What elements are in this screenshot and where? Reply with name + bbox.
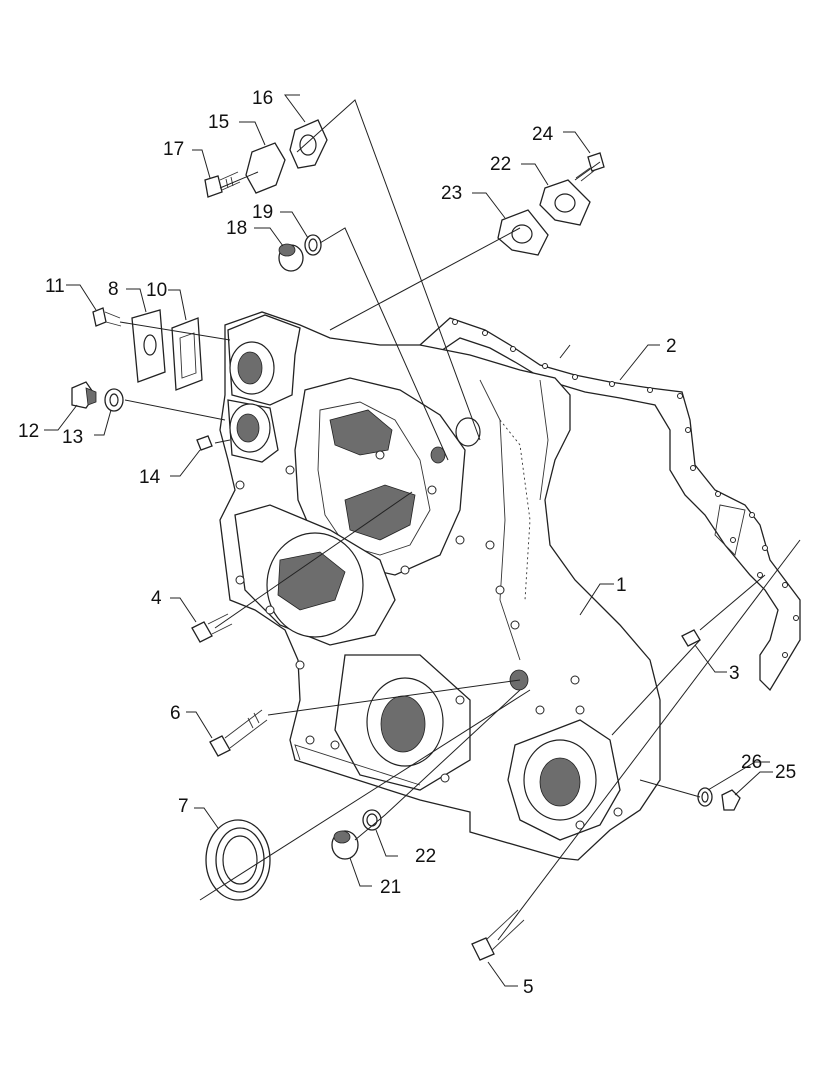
- callout-labels: 16 15 17 19 18 24 22 23 11 8 10 12 13 14…: [18, 88, 796, 998]
- callout-22-upper: 22: [490, 154, 511, 175]
- callout-16: 16: [252, 88, 273, 109]
- gasket-part-2: [418, 317, 801, 692]
- bolt-part-6: [209, 709, 268, 757]
- leader-lines: [44, 94, 773, 987]
- callout-1: 1: [616, 575, 627, 596]
- callout-12: 12: [18, 421, 39, 442]
- bolt-part-24: [575, 152, 605, 182]
- plate-part-8: [131, 309, 166, 383]
- seal-ring-part-13: [104, 388, 124, 412]
- bolt-part-5: [471, 909, 525, 961]
- callout-19: 19: [252, 202, 273, 223]
- callout-10: 10: [146, 280, 167, 301]
- plug-part-18: [278, 243, 304, 272]
- callout-26: 26: [741, 752, 762, 773]
- seal-ring-part-19: [304, 234, 322, 256]
- gasket-part-22-upper: [539, 179, 591, 226]
- callout-4: 4: [151, 588, 162, 609]
- gasket-part-10: [171, 317, 203, 391]
- callout-2: 2: [666, 336, 677, 357]
- bolt-part-4: [191, 613, 233, 643]
- callout-7: 7: [178, 796, 189, 817]
- callout-14: 14: [139, 467, 161, 488]
- plate-gasket-part-16: [289, 119, 328, 169]
- callout-25: 25: [775, 762, 796, 783]
- callout-23: 23: [441, 183, 462, 204]
- callout-15: 15: [208, 112, 229, 133]
- callout-11: 11: [45, 276, 65, 297]
- callout-13: 13: [62, 427, 83, 448]
- plate-part-23: [497, 209, 549, 256]
- callout-6: 6: [170, 703, 181, 724]
- callout-22-lower: 22: [415, 846, 436, 867]
- bolt-part-17: [204, 171, 241, 198]
- callout-24: 24: [532, 124, 554, 145]
- cover-plate-part-15: [245, 142, 286, 194]
- callout-17: 17: [163, 139, 184, 160]
- washer-part-26: [697, 787, 713, 807]
- plug-part-12: [71, 381, 97, 409]
- callout-21: 21: [380, 877, 401, 898]
- assembly-lines: [119, 99, 801, 941]
- bolt-part-11: [92, 307, 122, 327]
- dowel-part-14: [196, 435, 213, 451]
- plug-part-21: [331, 830, 359, 860]
- callout-8: 8: [108, 279, 119, 300]
- callout-18: 18: [226, 218, 247, 239]
- callout-5: 5: [523, 977, 534, 998]
- callout-3: 3: [729, 663, 740, 684]
- oil-seal-part-7: [205, 819, 271, 901]
